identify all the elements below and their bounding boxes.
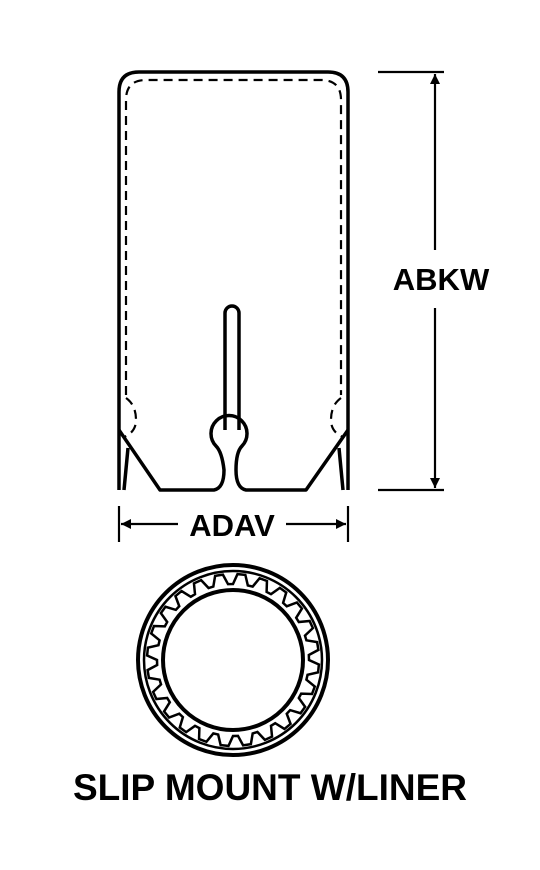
inner-bore bbox=[161, 588, 305, 732]
height-label: ABKW bbox=[393, 262, 490, 297]
liner-hidden-lines bbox=[123, 78, 344, 439]
outer-ring-inner bbox=[142, 569, 324, 751]
end-view bbox=[136, 563, 330, 757]
liner-edge-left bbox=[122, 447, 130, 491]
side-view-outline bbox=[117, 70, 350, 490]
width-label: ADAV bbox=[189, 508, 275, 543]
width-dimension bbox=[117, 506, 350, 542]
slot-stem bbox=[223, 304, 241, 430]
slot-profile bbox=[117, 413, 350, 492]
height-dimension bbox=[378, 70, 444, 492]
drawing-caption: SLIP MOUNT W/LINER bbox=[73, 767, 467, 808]
liner-edge-right bbox=[337, 447, 345, 491]
serrated-liner bbox=[145, 572, 321, 748]
outer-ring-outer bbox=[136, 563, 330, 757]
side-view bbox=[117, 70, 350, 492]
